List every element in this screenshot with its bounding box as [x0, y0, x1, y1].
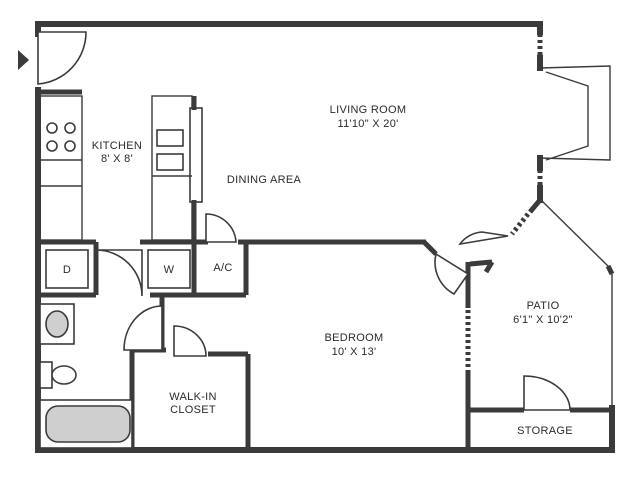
- bathtub: [39, 399, 133, 449]
- dining-area-label: DINING AREA: [227, 174, 302, 186]
- kitchen-dims: 8' X 8': [101, 153, 133, 165]
- washer: [147, 249, 191, 289]
- patio-dims: 6'1" X 10'2": [513, 314, 573, 326]
- entry-arrow-icon: [18, 50, 29, 70]
- patio-door[interactable]: [458, 231, 509, 246]
- living-room-label: LIVING ROOM: [330, 104, 407, 116]
- bedroom-dims: 10' X 13': [332, 346, 377, 358]
- closet-label-line1: WALK-IN: [169, 391, 217, 403]
- patio-label: PATIO: [527, 300, 560, 312]
- laundry-door[interactable]: [95, 249, 143, 297]
- kitchen-counter-right: [151, 95, 203, 244]
- stove-burners-icon: [46, 122, 76, 152]
- entry-door[interactable]: [37, 31, 87, 85]
- bath-door[interactable]: [123, 305, 163, 351]
- dryer-label: D: [63, 264, 71, 276]
- kitchen-counter-left: [39, 89, 83, 241]
- closet-door[interactable]: [173, 325, 207, 357]
- bedroom-label: BEDROOM: [325, 332, 384, 344]
- ac-label: A/C: [213, 262, 232, 274]
- bedroom-door[interactable]: [434, 252, 470, 296]
- bathroom-sink: [39, 303, 75, 345]
- ac-door[interactable]: [205, 213, 237, 243]
- bay-window: [539, 65, 611, 161]
- dryer: [45, 249, 89, 289]
- patio-railing: [540, 199, 615, 408]
- toilet: [39, 361, 77, 389]
- closet-label-line2: CLOSET: [170, 404, 216, 416]
- storage-label: STORAGE: [517, 425, 573, 437]
- washer-label: W: [164, 264, 175, 276]
- storage-door[interactable]: [523, 375, 571, 411]
- kitchen-label: KITCHEN: [92, 140, 142, 152]
- living-room-dims: 11'10" X 20': [337, 118, 398, 130]
